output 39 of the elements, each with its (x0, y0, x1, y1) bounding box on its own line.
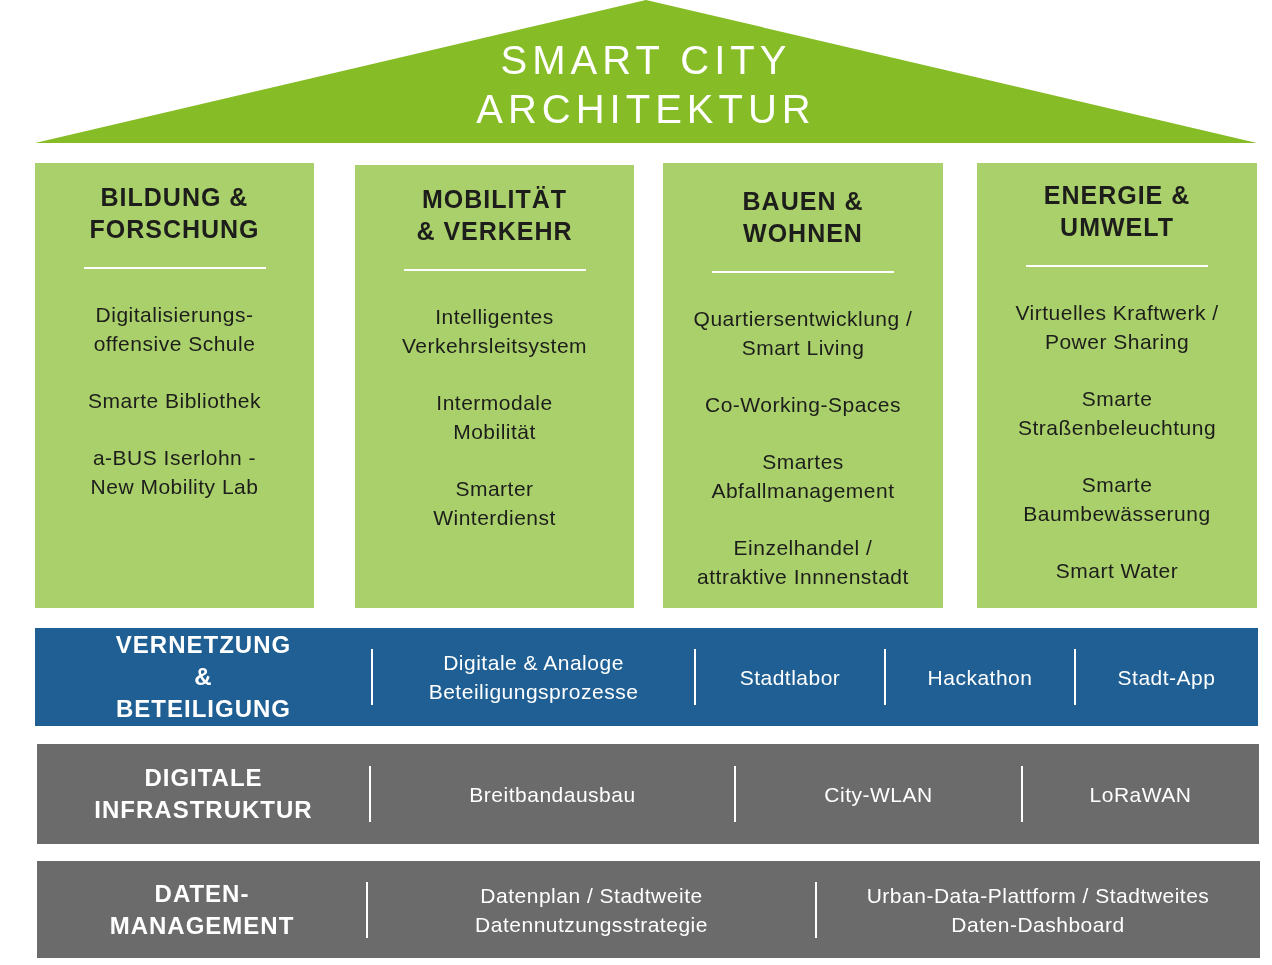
topic-text: Intelligentes Verkehrsleitsystem (400, 304, 589, 359)
layer-item: Digitale & Analoge Beteiligungsprozesse (427, 650, 640, 705)
topic-text: a-BUS Iserlohn - New Mobility Lab (89, 445, 260, 500)
layer-item: LoRaWAN (1088, 781, 1193, 808)
pillar-heading: MOBILITÄT & VERKEHR (415, 184, 574, 247)
pillar-heading: BAUEN & WOHNEN (741, 186, 865, 249)
layer-item: Urban-Data-Plattform / Stadtweites Daten-Dashboard (865, 882, 1211, 938)
layer-band (37, 861, 1260, 958)
layer-heading: VERNETZUNG & BETEILIGUNG (114, 630, 293, 724)
pillar-heading: BILDUNG & FORSCHUNG (88, 182, 261, 245)
topic-text: Smarter Winterdienst (432, 476, 557, 531)
layer-item: Hackathon (926, 664, 1034, 691)
topic-text: Smart Water (1054, 558, 1180, 584)
topic-text: Quartiersentwicklung / Smart Living (692, 306, 914, 361)
topic-text: Co-Working-Spaces (704, 392, 902, 418)
pillar-box (355, 165, 634, 608)
layer-heading: DIGITALE INFRASTRUKTUR (93, 763, 314, 825)
topic-text: Smarte Bibliothek (86, 388, 263, 414)
pillar-heading: ENERGIE & UMWELT (1042, 180, 1192, 243)
layer-item: Datenplan / Stadtweite Datennutzungsstrategie (474, 882, 709, 938)
layer-band (37, 744, 1259, 844)
layer-heading: DATEN-MANAGEMENT (108, 878, 296, 941)
layer-item: Stadt-App (1116, 664, 1217, 691)
topic-text: Smartes Abfallmanagement (710, 449, 896, 504)
topic-text: Digitalisierungs-offensive Schule (92, 302, 257, 357)
layer-band (35, 628, 1258, 726)
roof-label: SMART CITY ARCHITEKTUR (475, 37, 817, 133)
topic-text: Einzelhandel / attraktive Innnenstadt (696, 535, 910, 590)
layer-item: City-WLAN (823, 781, 934, 808)
topic-text: Intermodale Mobilität (435, 390, 554, 445)
pillar-box (977, 163, 1257, 608)
topic-text: Virtuelles Kraftwerk / Power Sharing (1014, 300, 1220, 355)
layer-item: Stadtlabor (738, 664, 842, 691)
pillar-box (35, 163, 314, 608)
topic-text: Smarte Straßenbeleuchtung (1016, 386, 1218, 441)
pillar-box (663, 163, 943, 608)
layer-item: Breitbandausbau (468, 781, 637, 808)
roof-banner (35, 0, 1257, 143)
topic-text: Smarte Baumbewässerung (1022, 472, 1212, 527)
